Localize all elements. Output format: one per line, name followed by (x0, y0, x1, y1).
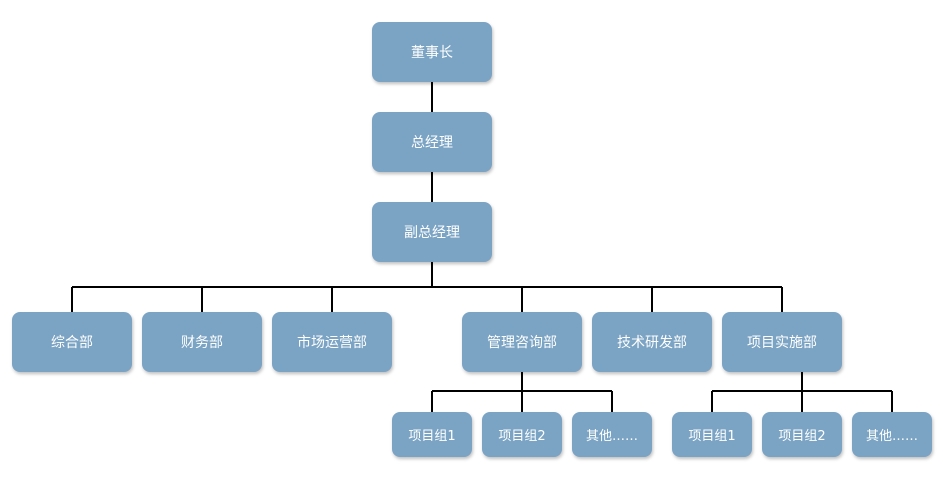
node-consulting-group-other[interactable]: 其他…… (572, 412, 652, 457)
node-implementation-group-1[interactable]: 项目组1 (672, 412, 752, 457)
department-label: 综合部 (51, 335, 93, 351)
group-label: 其他…… (865, 429, 918, 444)
node-consulting-group-1[interactable]: 项目组1 (392, 412, 472, 457)
node-consulting-group-2[interactable]: 项目组2 (482, 412, 562, 457)
node-department-finance[interactable]: 财务部 (142, 312, 262, 372)
group-label: 项目组2 (498, 429, 546, 444)
node-general-manager[interactable]: 总经理 (372, 112, 492, 172)
node-general-manager-label: 总经理 (411, 135, 453, 151)
group-label: 项目组1 (688, 429, 736, 444)
group-label: 其他…… (585, 429, 638, 444)
department-label: 管理咨询部 (487, 335, 557, 351)
node-chairman-label: 董事长 (411, 45, 453, 61)
department-label: 技术研发部 (617, 335, 687, 351)
node-chairman[interactable]: 董事长 (372, 22, 492, 82)
department-label: 项目实施部 (747, 335, 817, 351)
node-department-tech-rd[interactable]: 技术研发部 (592, 312, 712, 372)
group-label: 项目组1 (408, 429, 456, 444)
department-label: 市场运营部 (297, 335, 367, 351)
department-label: 财务部 (181, 335, 223, 351)
node-department-marketing-operations[interactable]: 市场运营部 (272, 312, 392, 372)
node-deputy-general-manager-label: 副总经理 (404, 225, 460, 241)
node-implementation-group-other[interactable]: 其他…… (852, 412, 932, 457)
node-deputy-general-manager[interactable]: 副总经理 (372, 202, 492, 262)
node-implementation-group-2[interactable]: 项目组2 (762, 412, 842, 457)
node-department-general-affairs[interactable]: 综合部 (12, 312, 132, 372)
node-department-project-implementation[interactable]: 项目实施部 (722, 312, 842, 372)
node-department-management-consulting[interactable]: 管理咨询部 (462, 312, 582, 372)
group-label: 项目组2 (778, 429, 826, 444)
